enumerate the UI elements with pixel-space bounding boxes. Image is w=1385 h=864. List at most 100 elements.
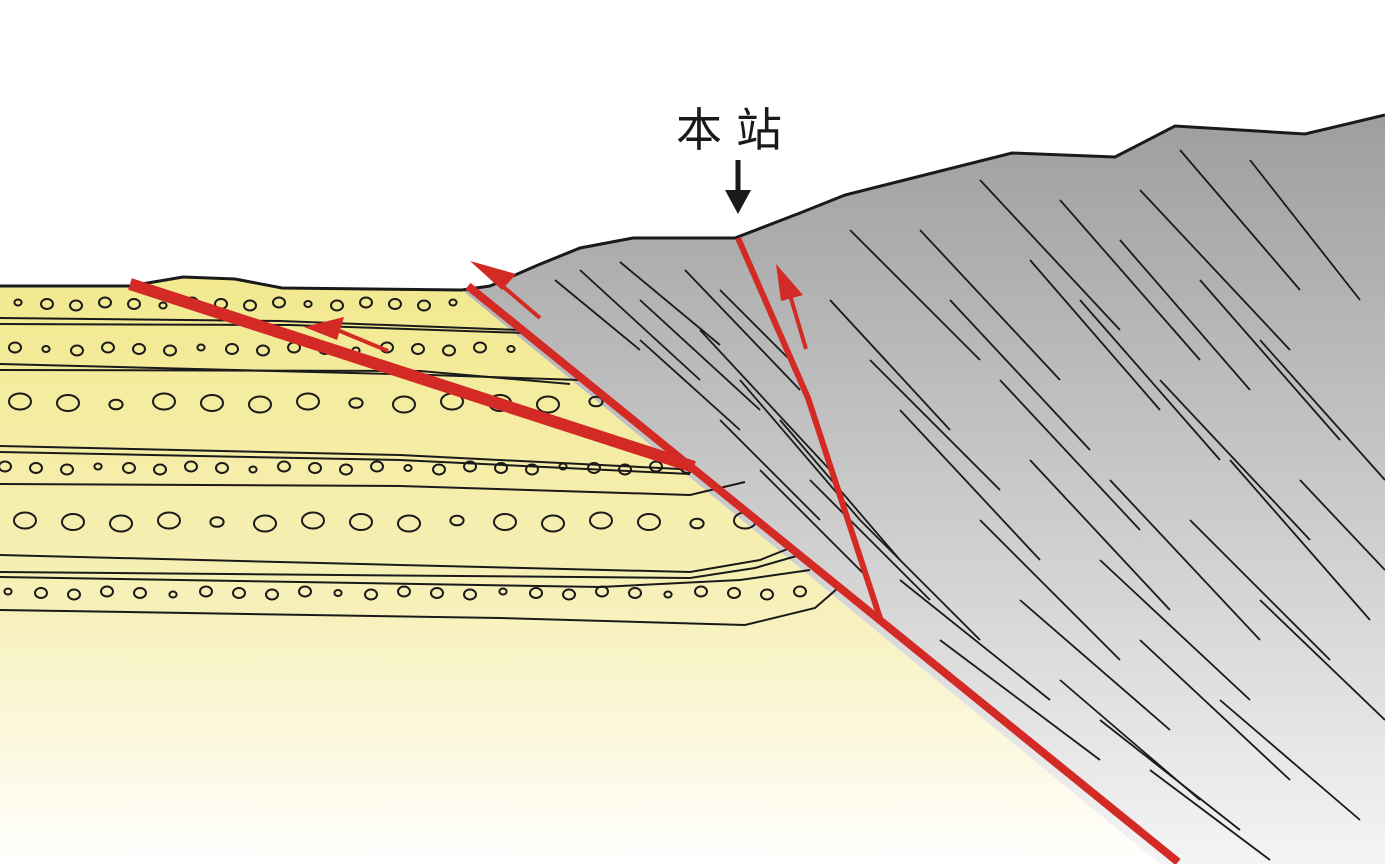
pebble xyxy=(0,460,12,473)
foliation-line xyxy=(899,409,1041,561)
foliation-line xyxy=(1119,239,1251,391)
foliation-line xyxy=(1109,479,1261,641)
pebble xyxy=(411,343,425,355)
pebble xyxy=(158,301,168,310)
pebble xyxy=(101,341,115,354)
pebble xyxy=(127,298,141,310)
foliation-line xyxy=(1259,599,1385,721)
foliation-line xyxy=(1219,699,1361,821)
foliation-line xyxy=(869,359,1001,491)
pebble xyxy=(348,397,364,409)
foliation-line xyxy=(1149,769,1271,861)
pebble xyxy=(272,296,286,309)
foliation-line xyxy=(1099,719,1241,831)
arrowhead-icon xyxy=(304,317,344,340)
pebble xyxy=(364,588,378,601)
pebble xyxy=(541,514,565,533)
foliation-line xyxy=(1029,259,1161,411)
pebble xyxy=(506,345,516,353)
pebble xyxy=(333,589,343,597)
pebble xyxy=(562,588,576,601)
foliation-line xyxy=(1019,599,1171,731)
pebble xyxy=(430,587,444,599)
foliation-line xyxy=(1199,279,1341,441)
foliation-line xyxy=(1139,639,1291,781)
foliation-line xyxy=(639,339,741,431)
foliation-line xyxy=(979,179,1121,331)
pebble xyxy=(689,517,705,530)
pebble xyxy=(473,341,487,354)
foliation-line xyxy=(759,469,871,581)
pebble xyxy=(70,344,84,357)
pebble xyxy=(8,341,22,354)
foliation-line xyxy=(1159,379,1311,541)
pebble xyxy=(339,463,353,476)
foliation-line xyxy=(1259,339,1385,481)
foliation-line xyxy=(1029,459,1171,611)
pebble xyxy=(232,587,246,599)
foliation-line xyxy=(1299,479,1385,571)
foliation-line xyxy=(719,419,821,521)
pebble xyxy=(200,394,224,412)
pebble xyxy=(8,392,32,411)
pebble xyxy=(536,395,560,414)
pebble xyxy=(587,462,601,474)
foliation-line xyxy=(899,579,1051,701)
pebble xyxy=(209,516,225,528)
pebble xyxy=(184,460,198,473)
pebble xyxy=(108,398,124,411)
pebble xyxy=(793,585,807,598)
arrowhead-icon xyxy=(776,264,803,301)
main-fault xyxy=(465,282,1181,864)
pebble xyxy=(277,460,291,473)
pebble xyxy=(589,511,613,530)
pebble xyxy=(397,585,411,598)
pebble xyxy=(448,298,458,307)
pebble xyxy=(225,343,239,355)
pebble xyxy=(168,590,178,599)
pebble xyxy=(463,460,477,473)
pebble xyxy=(296,392,320,411)
pebble xyxy=(449,514,465,527)
foliation-line xyxy=(849,229,981,361)
pebble xyxy=(330,299,344,312)
arrowhead-icon xyxy=(470,261,516,290)
bedrock-block xyxy=(462,115,1385,864)
pebble xyxy=(463,588,477,601)
pebble xyxy=(243,299,257,312)
pebble xyxy=(199,585,213,598)
pebble xyxy=(494,462,508,474)
pebble xyxy=(525,463,539,476)
pebble xyxy=(152,392,176,411)
pebble xyxy=(370,460,384,473)
pebble xyxy=(595,585,609,598)
sediment-wedge xyxy=(0,277,1160,864)
pebble xyxy=(349,513,373,531)
pebble xyxy=(529,587,543,599)
pebble xyxy=(663,590,673,599)
secondary-fault xyxy=(735,236,883,619)
pebble xyxy=(388,298,402,310)
pebble xyxy=(760,588,774,601)
pebble xyxy=(109,514,133,533)
pebble xyxy=(3,587,13,596)
pebble xyxy=(265,588,279,601)
pebble xyxy=(98,296,112,309)
pebble xyxy=(417,299,431,312)
pebble xyxy=(60,463,74,476)
pebble xyxy=(13,298,23,307)
foliation-line xyxy=(829,299,951,431)
pebble xyxy=(248,465,258,474)
pebble xyxy=(153,463,167,476)
pebble xyxy=(359,296,373,309)
foliation-line xyxy=(999,379,1141,531)
pebble xyxy=(628,587,642,599)
foliation-line xyxy=(919,229,1061,381)
foliation-line xyxy=(939,639,1101,761)
pebble xyxy=(93,462,103,471)
sediment-layer-lines xyxy=(0,317,839,627)
foliation-line xyxy=(639,299,761,411)
pebble xyxy=(69,299,83,312)
foliation-line xyxy=(719,289,791,361)
foliation-line xyxy=(1249,159,1361,301)
